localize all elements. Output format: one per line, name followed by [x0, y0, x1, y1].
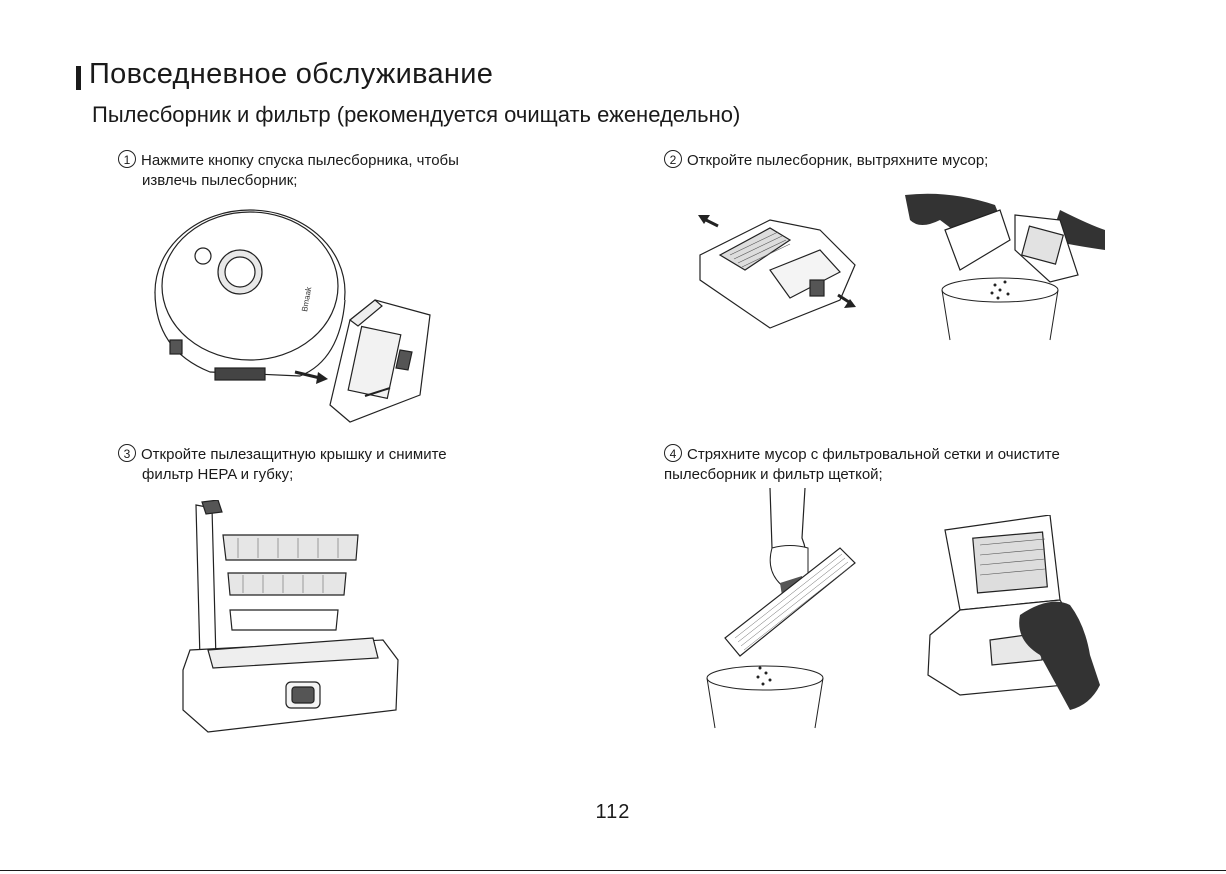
open-dustbin-illustration — [698, 215, 856, 329]
emptying-bin-illustration — [905, 193, 1105, 341]
page-title: Повседневное обслуживание — [89, 58, 494, 90]
robot-vacuum-illustration: Bmaak — [154, 209, 431, 423]
title-accent-bar — [76, 66, 81, 90]
step-2-number: 2 — [664, 150, 682, 168]
step-1-number: 1 — [118, 150, 136, 168]
filter-removal-illustration — [182, 500, 399, 733]
page-number: 112 — [595, 801, 631, 823]
step-4-number: 4 — [664, 444, 682, 462]
cleaning-bin-illustration — [927, 515, 1100, 710]
step-3-number: 3 — [118, 444, 136, 462]
robot-brand-label: Bmaak — [300, 285, 313, 312]
brushing-filter-illustration — [706, 488, 856, 729]
section-subtitle: Пылесборник и фильтр (рекомендуется очищ… — [92, 102, 741, 127]
bottom-divider — [0, 870, 1226, 871]
